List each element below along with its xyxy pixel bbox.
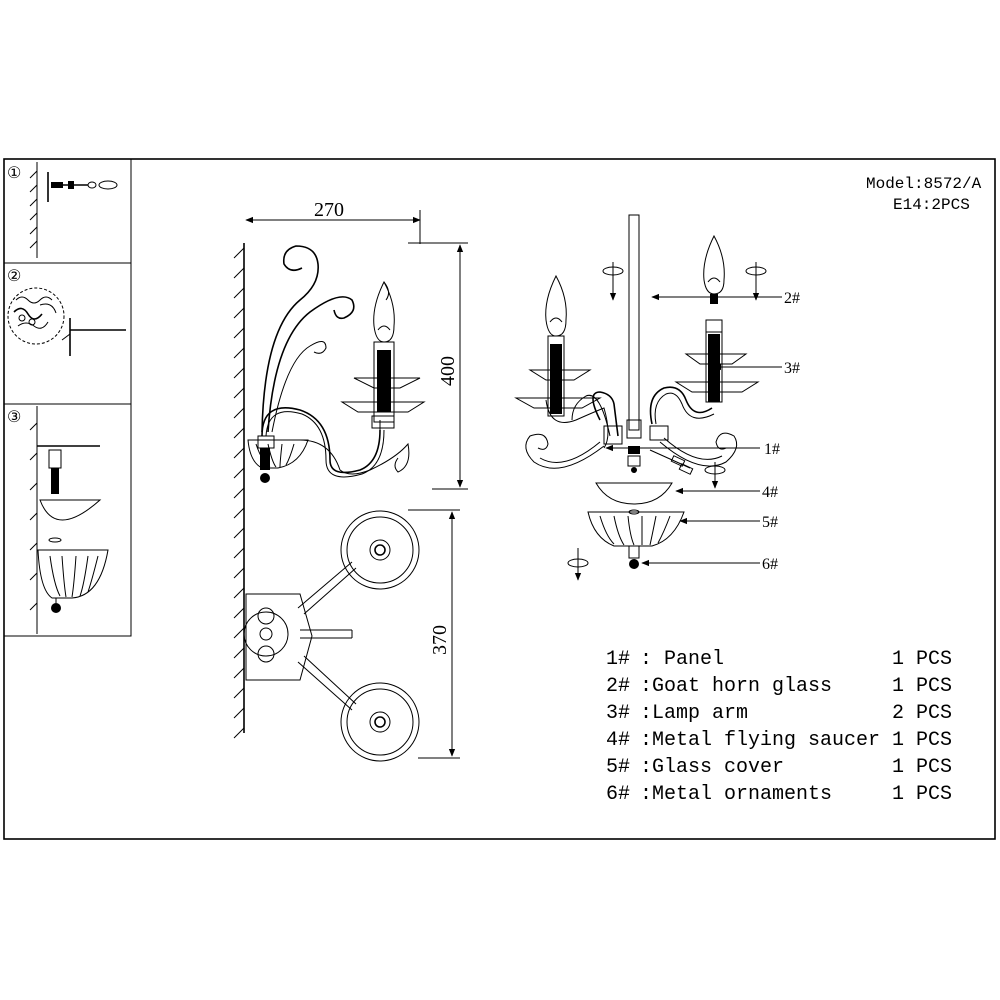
part-name: :Metal flying saucer [640,729,880,752]
part-number: 2# [606,675,630,698]
step-3-panel: ③ [7,406,109,634]
front-view: 2# 3# 1# 4# 5# 6# [514,214,800,581]
part-qty: 1 PCS [892,675,952,698]
callout-3: 3# [784,360,800,377]
callout-2: 2# [784,290,800,307]
part-qty: 1 PCS [892,783,952,806]
model-number: Model:8572/A [866,175,982,193]
parts-row: 2# :Goat horn glass 1 PCS [606,675,952,698]
step-1-number: ① [7,165,21,182]
part-qty: 1 PCS [892,648,952,671]
callout-4: 4# [762,484,778,501]
step-1-panel: ① [7,162,118,258]
part-qty: 1 PCS [892,756,952,779]
callout-1: 1# [764,441,780,458]
parts-row: 3# :Lamp arm 2 PCS [606,702,952,725]
parts-list: 1# : Panel 1 PCS 2# :Goat horn glass 1 P… [606,648,952,806]
part-number: 5# [606,756,630,779]
part-qty: 2 PCS [892,702,952,725]
part-name: :Glass cover [640,756,784,779]
parts-row: 6# :Metal ornaments 1 PCS [606,783,952,806]
step-2-number: ② [7,268,21,285]
bulb-spec: E14:2PCS [893,196,970,214]
depth-dimension: 370 [429,625,451,655]
height-dimension: 400 [437,356,459,386]
step-2-panel: ② [7,268,126,356]
callout-5: 5# [762,514,778,531]
step-panel: ① ② [3,158,132,637]
part-name: :Metal ornaments [640,783,832,806]
callout-6: 6# [762,556,778,573]
parts-row: 5# :Glass cover 1 PCS [606,756,952,779]
step-3-number: ③ [7,409,21,426]
parts-row: 4# :Metal flying saucer 1 PCS [606,729,952,752]
parts-row: 1# : Panel 1 PCS [606,648,952,671]
width-dimension: 270 [314,199,344,221]
part-name: : Panel [640,648,724,671]
part-qty: 1 PCS [892,729,952,752]
part-number: 6# [606,783,630,806]
side-view: 270 400 370 [233,199,468,762]
part-number: 1# [606,648,630,671]
part-name: :Goat horn glass [640,675,832,698]
part-number: 3# [606,702,630,725]
part-name: :Lamp arm [640,702,748,725]
part-number: 4# [606,729,630,752]
wall-hatching [233,247,245,739]
